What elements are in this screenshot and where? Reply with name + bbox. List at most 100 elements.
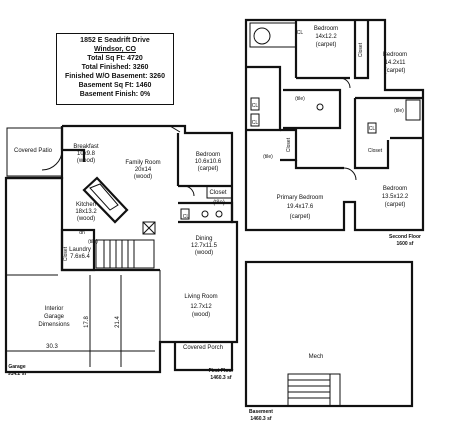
second-floor-caption: Second Floor	[389, 234, 421, 240]
laundry-size: 7.6x6.4	[70, 254, 90, 260]
first-floor-labels: Covered Patio Breakfast 10x9.8 (wood) Fa…	[8, 144, 234, 381]
garage-top-wall	[6, 176, 64, 230]
total-sqft: Total Sq Ft: 4720	[87, 55, 143, 62]
garage-caption: Garage	[8, 364, 25, 370]
hall-bath-tile-label: (tile)	[295, 96, 305, 102]
hall-bath-walls	[283, 88, 342, 130]
first-floor-sqft-caption: 1460.3 sf	[210, 375, 231, 381]
covered-porch-outline	[173, 342, 234, 372]
garage-garage-label: Garage	[44, 314, 65, 320]
primary-bedroom-floor: (carpet)	[290, 214, 311, 220]
second-bedroom2-floor: (carpet)	[385, 68, 406, 74]
basement-plan: Mech Basement 1460.3 sf	[244, 260, 414, 422]
walkin-closet-label: Closet	[286, 137, 292, 152]
bedroom-door-swing	[183, 185, 195, 197]
right-bath-tile-label: (tile)	[394, 108, 404, 114]
breakfast-label: Breakfast	[73, 144, 99, 150]
basement-stair-area	[287, 373, 341, 407]
primary-bedroom-label: Primary Bedroom	[277, 195, 324, 201]
first-cl-label: CL	[183, 214, 190, 220]
upper-closet-walls	[353, 20, 370, 80]
first-bedroom-label: Bedroom	[196, 152, 220, 158]
right-closet-label: Closet	[368, 148, 383, 154]
primary-bedroom-size: 19.4x17.6	[287, 204, 314, 210]
upper-closet-label: Closet	[358, 42, 364, 57]
garage-dimensions-label: Dimensions	[38, 322, 69, 328]
master-cl-label-1: CL	[252, 103, 259, 109]
garage-depth-dimension-2: 21.4	[115, 316, 121, 328]
first-bedroom-floor: (carpet)	[198, 166, 219, 172]
dining-floor: (wood)	[195, 250, 213, 256]
kitchen-floor: (wood)	[77, 216, 95, 222]
utility-box-x	[142, 221, 156, 235]
master-tile-label: (tile)	[263, 154, 273, 160]
family-room-label: Family Room	[125, 160, 160, 166]
breakfast-size: 10x9.8	[77, 151, 96, 157]
hall-sink	[316, 103, 324, 111]
laundry-tile-label: (tile)	[88, 239, 98, 245]
tub-cl-label: CL	[297, 30, 304, 36]
first-bath-tile-label: (tile)	[213, 200, 225, 206]
second-bedroom2-label: Bedroom	[383, 52, 407, 58]
tub-area	[249, 22, 297, 48]
breakfast-floor: (wood)	[77, 158, 95, 164]
basement-finish: Basement Finish: 0%	[79, 91, 151, 98]
basement-caption: Basement	[249, 409, 273, 415]
bay-detail	[169, 125, 181, 133]
kitchen-island	[82, 176, 129, 224]
living-room-size: 12.7x12	[190, 304, 212, 310]
stair-treads	[103, 240, 135, 268]
garage-interior-label: Interior	[45, 306, 64, 312]
second-cl-box-2	[250, 113, 260, 127]
primary-bedroom-wall	[294, 160, 344, 170]
second-bedroom3-size: 13.5x12.2	[382, 194, 409, 200]
second-bedroom1-size: 14x12.2	[315, 34, 337, 40]
garage-sqft-caption: 914.2 sf	[8, 371, 27, 377]
basement-sqft-caption: 1460.3 sf	[250, 416, 271, 422]
first-closet-label: Closet	[209, 190, 226, 196]
address-line: 1852 E Seadrift Drive	[80, 37, 150, 44]
second-bedroom2-size: 14.2x11	[385, 60, 407, 66]
dining-size: 12.7x11.5	[191, 243, 218, 249]
primary-door-swing	[343, 167, 357, 181]
first-bedroom-size: 10.6x10.6	[195, 159, 222, 165]
second-floor-sqft-caption: 1600 sf	[397, 241, 414, 247]
second-floor-labels: Bedroom 14x12.2 (carpet) Bedroom 14.2x11…	[252, 26, 421, 247]
laundry-closet-label: Closet	[63, 246, 69, 261]
tub-fixture	[253, 27, 271, 45]
utility-box	[142, 221, 156, 235]
walkin-closet-walls	[280, 128, 298, 162]
laundry-room	[60, 228, 96, 272]
island-inner	[89, 183, 119, 211]
second-bedroom1-label: Bedroom	[314, 26, 338, 32]
covered-porch-label: Covered Porch	[183, 345, 223, 351]
living-room-label: Living Room	[184, 294, 217, 300]
bath-walls	[178, 201, 234, 224]
right-cl-label: CL	[369, 126, 376, 132]
bed1-door-swing	[339, 77, 351, 89]
stair-area	[95, 239, 155, 269]
total-finished: Total Finished: 3260	[81, 64, 149, 71]
cl-box	[180, 208, 190, 220]
patio-door-swing	[41, 149, 63, 171]
second-cl-box-1	[250, 97, 260, 111]
sink-fixture	[201, 210, 209, 218]
first-floor-plan	[4, 124, 239, 374]
finished-without-basement: Finished W/O Basement: 3260	[65, 73, 165, 80]
toilet-fixture	[215, 210, 223, 218]
second-bedroom1-floor: (carpet)	[316, 42, 337, 48]
kitchen-counter	[62, 148, 86, 162]
second-floor-plan	[244, 18, 425, 232]
first-floor-caption: First Floor	[209, 368, 234, 374]
living-room-floor: (wood)	[192, 312, 210, 318]
property-info-box: 1852 E Seadrift Drive Windsor, CO Total …	[56, 33, 174, 105]
first-floor-outer-wall	[62, 124, 239, 344]
right-tub	[405, 99, 421, 121]
right-bath-walls	[353, 98, 390, 170]
garage-depth-dimension-1: 17.8	[84, 316, 90, 328]
family-room-size: 20x14	[135, 167, 152, 173]
garage-width-dimension: 30.3	[46, 344, 58, 350]
basement-sqft: Basement Sq Ft: 1460	[78, 82, 152, 89]
right-cl-box	[367, 122, 377, 134]
